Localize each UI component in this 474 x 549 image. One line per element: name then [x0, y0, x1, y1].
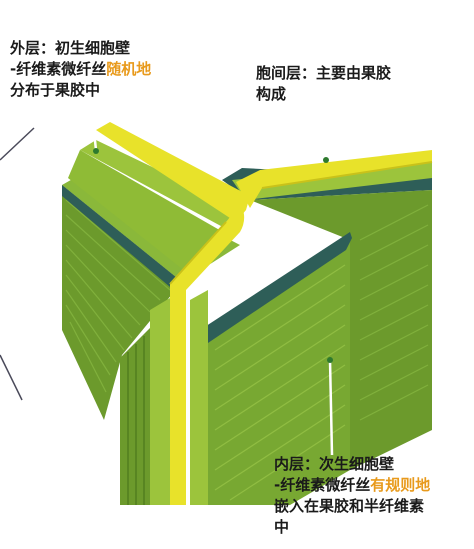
vertical-secondary-left — [120, 328, 150, 505]
label-inner-layer: 内层：次生细胞壁 -纤维素微纤丝有规则地 嵌入在果胶和半纤维素 中 — [274, 454, 430, 538]
vertical-primary-right — [190, 290, 208, 505]
vertical-primary-left — [150, 298, 170, 505]
marker-outer — [93, 148, 99, 154]
label-outer-layer: 外层：初生细胞壁 -纤维素微纤丝随机地 分布于果胶中 — [10, 38, 151, 101]
label-inner-line2-text: -纤维素微纤丝 — [274, 476, 370, 494]
label-inner-line1: 内层：次生细胞壁 — [274, 454, 430, 475]
label-outer-line2-text: -纤维素微纤丝 — [10, 60, 106, 78]
label-outer-line1: 外层：初生细胞壁 — [10, 38, 151, 59]
label-middle-line2: 构成 — [256, 84, 391, 105]
marker-middle — [323, 157, 329, 163]
label-outer-line2: -纤维素微纤丝随机地 — [10, 59, 151, 80]
label-outer-line3: 分布于果胶中 — [10, 80, 151, 101]
label-inner-line2: -纤维素微纤丝有规则地 — [274, 475, 430, 496]
label-inner-line3: 嵌入在果胶和半纤维素 — [274, 496, 430, 517]
marker-inner — [327, 357, 333, 363]
pointer-middle — [326, 115, 330, 160]
label-inner-highlight: 有规则地 — [370, 476, 430, 494]
label-inner-line4: 中 — [274, 517, 430, 538]
label-outer-highlight: 随机地 — [106, 60, 151, 78]
left-edge-line-bottom — [0, 355, 22, 400]
label-middle-lamella: 胞间层：主要由果胶 构成 — [256, 63, 391, 105]
label-middle-line1: 胞间层：主要由果胶 — [256, 63, 391, 84]
left-edge-line-top — [0, 128, 34, 160]
